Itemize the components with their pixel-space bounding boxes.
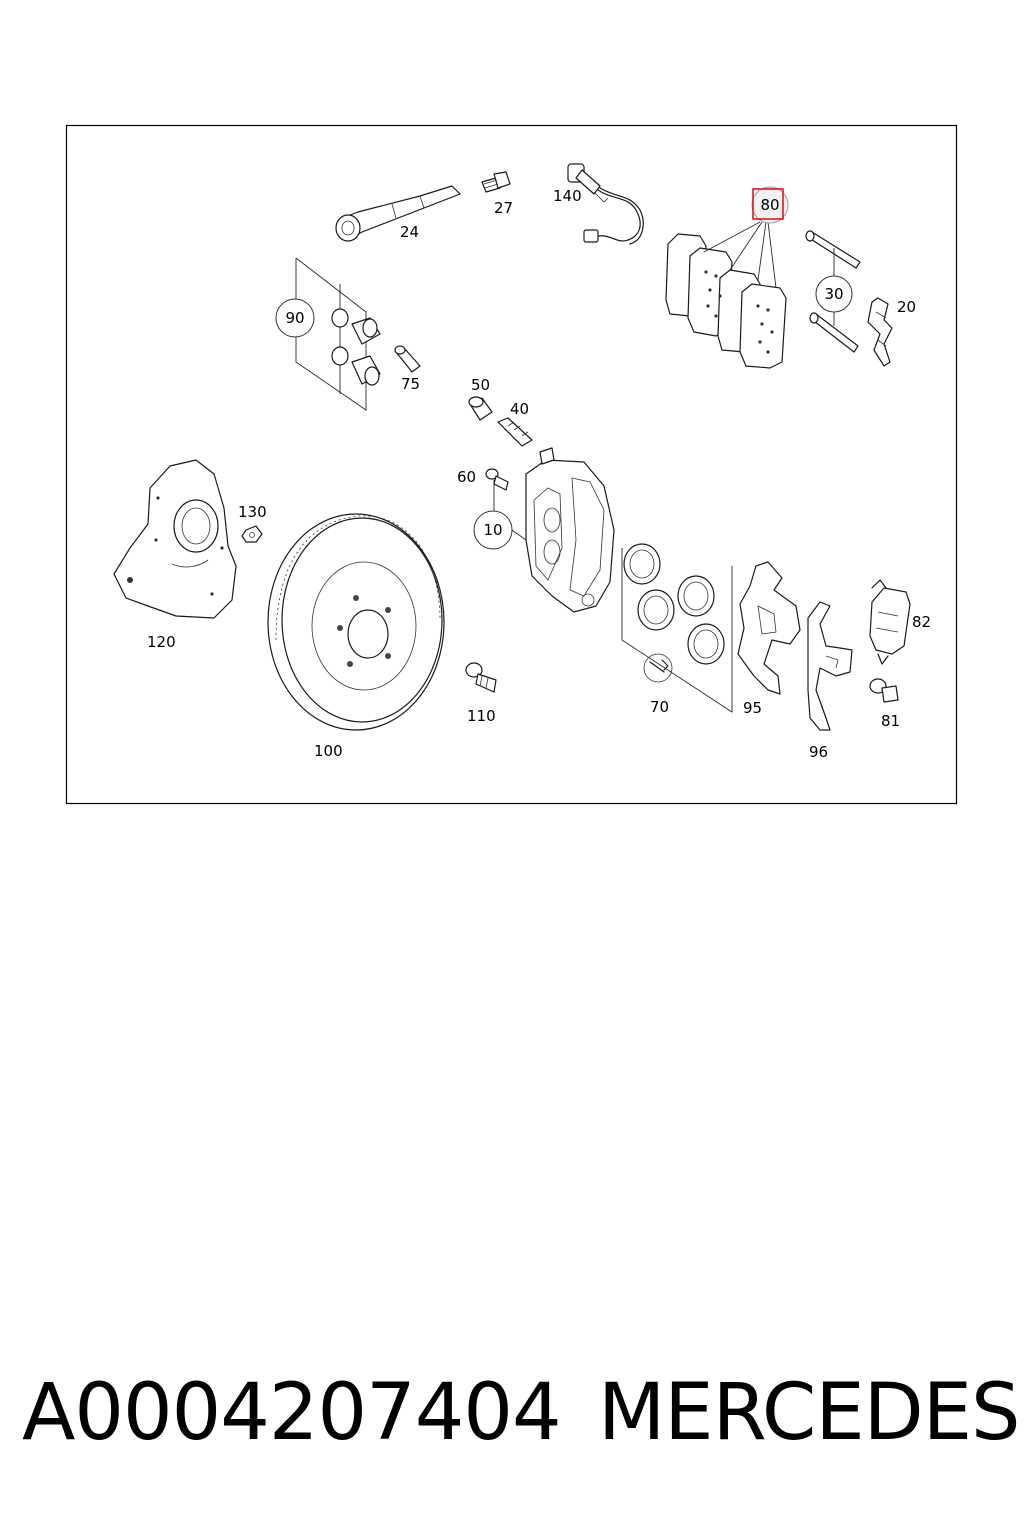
callout-95[interactable]: 95 [743, 699, 762, 717]
anti-rattle-part [869, 579, 911, 665]
bleeder-part [394, 345, 421, 373]
highlight-box [752, 188, 784, 220]
part-number: A0004207404 [22, 1368, 562, 1458]
svg-text:90: 90 [285, 309, 304, 327]
nut-part [241, 525, 263, 543]
callout-30[interactable]: 30 [815, 275, 853, 313]
callout-110[interactable]: 110 [467, 707, 496, 725]
callout-70[interactable]: 70 [650, 698, 669, 716]
caliper-screw-part [485, 468, 509, 512]
cap-part [468, 396, 493, 421]
brand-name: MERCEDES [598, 1368, 1020, 1458]
brake-pads-part [665, 233, 787, 369]
callout-20[interactable]: 20 [897, 298, 916, 316]
callout-90[interactable]: 90 [275, 298, 315, 338]
callout-50[interactable]: 50 [471, 376, 490, 394]
callout-75[interactable]: 75 [401, 375, 420, 393]
parts-diagram: 90 30 10 80 24 27 140 20 75 50 40 60 130… [65, 124, 958, 805]
svg-text:80: 80 [760, 196, 779, 214]
bleed-valve-part [497, 417, 533, 447]
svg-text:30: 30 [824, 285, 843, 303]
spring-wire-part [807, 601, 853, 731]
callout-130[interactable]: 130 [238, 503, 267, 521]
caliper-leader [511, 529, 527, 541]
brake-disc-part [267, 513, 445, 731]
footer: A0004207404 MERCEDES [0, 1368, 1024, 1478]
seal-kit-part [295, 257, 381, 411]
callout-24[interactable]: 24 [400, 223, 419, 241]
bracket-bolt-part [869, 678, 899, 703]
callout-96[interactable]: 96 [809, 743, 828, 761]
wear-sensor-part [567, 163, 644, 245]
piston-seals-part [621, 543, 733, 713]
callout-82[interactable]: 82 [912, 613, 931, 631]
callout-81[interactable]: 81 [881, 712, 900, 730]
spring-clip-part [867, 297, 893, 367]
retaining-pins-part [805, 230, 861, 353]
svg-text:10: 10 [483, 521, 502, 539]
callout-40[interactable]: 40 [510, 400, 529, 418]
callout-27[interactable]: 27 [494, 199, 513, 217]
bolt-part [481, 171, 511, 193]
callout-10[interactable]: 10 [473, 510, 513, 550]
pad-bracket-part [737, 561, 801, 695]
callout-120[interactable]: 120 [147, 633, 176, 651]
pads-leader [703, 221, 777, 289]
callout-140[interactable]: 140 [553, 187, 582, 205]
disc-screw-part [465, 662, 497, 693]
brake-caliper-part [525, 447, 615, 613]
callout-60[interactable]: 60 [457, 468, 476, 486]
dust-shield-part [113, 459, 237, 619]
diagram-frame [65, 124, 958, 805]
callout-100[interactable]: 100 [314, 742, 343, 760]
guide-pin-part [335, 185, 461, 242]
callout-80[interactable]: 80 [751, 186, 789, 224]
